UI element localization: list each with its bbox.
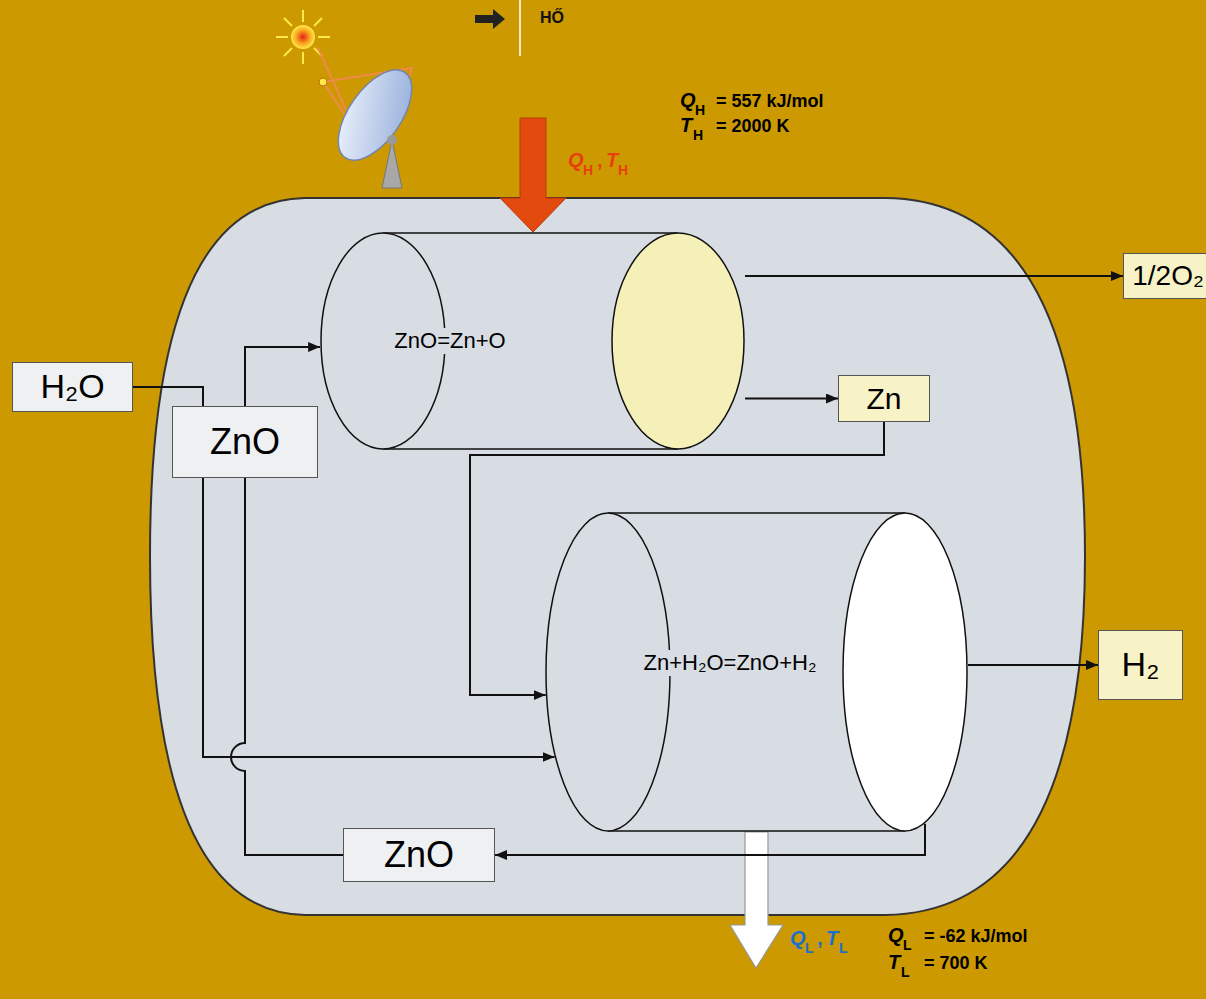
annotation-label: H: [583, 163, 593, 177]
annotation-label: = 2000 K: [716, 117, 790, 135]
solar-dish: [324, 57, 426, 172]
substance-label: H₂O: [40, 368, 104, 405]
annotation-label: = 700 K: [924, 954, 988, 972]
annotation-label: L: [901, 965, 910, 979]
substance-box: H₂O: [12, 362, 133, 412]
flow-connector: [745, 398, 838, 400]
substance-label: H₂: [1122, 646, 1160, 683]
substance-label: ZnO: [210, 422, 280, 462]
substance-box: ZnO: [343, 828, 495, 882]
annotation-label: H: [693, 128, 703, 142]
substance-label: Zn: [866, 382, 901, 415]
heat-arrow: [475, 9, 505, 29]
annotation-label: = -62 kJ/mol: [924, 927, 1028, 945]
dish-stand: [382, 140, 402, 188]
annotation-label: H: [618, 163, 628, 177]
annotation-label: = 557 kJ/mol: [716, 92, 824, 110]
flow-connector: [968, 664, 1098, 666]
focus-point: [319, 78, 327, 86]
annotation-label: L: [839, 941, 848, 955]
heat-input-arrow: [500, 118, 566, 232]
substance-box: Zn: [838, 375, 930, 422]
annotation-label: T: [606, 150, 618, 170]
substance-label: 1/2O₂: [1132, 261, 1204, 292]
heat-output-arrow: [730, 832, 783, 968]
annotation-label: T: [826, 928, 838, 948]
cylinder-outline: [320, 232, 745, 450]
annotation-label: ,: [597, 150, 603, 170]
reactor-region: [150, 198, 1085, 915]
flow-connector: [745, 275, 1123, 277]
annotation-label: Q: [888, 925, 904, 945]
reactor-cylinder: Zn+H₂O=ZnO+H₂: [545, 512, 968, 832]
annotation-label: L: [805, 941, 814, 955]
annotation-label: T: [888, 952, 900, 972]
substance-box: H₂: [1098, 630, 1183, 700]
annotation-label: HŐ: [540, 10, 564, 26]
substance-box: ZnO: [172, 406, 318, 478]
annotation-label: L: [903, 938, 912, 952]
annotation-label: ,: [817, 928, 823, 948]
flow-connector: [245, 347, 320, 406]
reactor-cylinder: ZnO=Zn+O: [320, 232, 745, 450]
reaction-label: ZnO=Zn+O: [391, 328, 508, 354]
divider-line: [519, 0, 521, 56]
substance-box: 1/2O₂: [1123, 253, 1206, 299]
flow-connector: [231, 478, 343, 855]
annotation-label: T: [680, 115, 692, 135]
annotation-label: Q: [680, 90, 696, 110]
reaction-label: Zn+H₂O=ZnO+H₂: [641, 650, 820, 676]
substance-label: ZnO: [384, 835, 454, 875]
dish-pivot: [387, 135, 397, 145]
annotation-label: H: [695, 103, 705, 117]
annotation-label: Q: [790, 928, 806, 948]
annotation-label: Q: [568, 150, 584, 170]
